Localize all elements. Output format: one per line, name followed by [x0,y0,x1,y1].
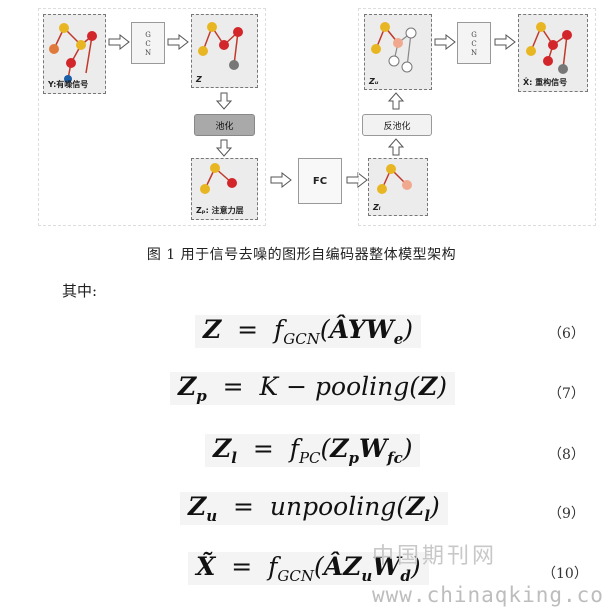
equation-8: Zl = fPC(ZpWfc) [205,434,421,467]
node [377,184,387,194]
graph-xhat [526,22,572,74]
arrow-up-icon [388,138,404,156]
node [402,180,412,190]
node [562,30,572,40]
node [210,163,220,173]
equation-7: Zp = K − pooling(Z) [170,372,455,405]
panel-label-zl: Zₗ [373,203,381,212]
gcn-block-decoder: G C N [457,22,491,64]
encoder-region [38,8,266,226]
node [388,55,400,67]
node [386,164,396,174]
node [229,60,239,70]
arrow-down-icon [216,92,232,110]
node [393,38,403,48]
watermark-cn: 中国期刊网 [372,544,498,569]
decoder-region [358,8,596,226]
fc-block: FC [298,158,342,204]
panel-z: Z [191,14,258,88]
node [558,64,568,74]
panel-zl: Zₗ [368,158,428,216]
panel-label-zu: Zᵤ [369,77,379,86]
equation-9: Zu = unpooling(Zl) [180,492,448,525]
arrow-down-icon [216,139,232,157]
equation-10: X̃ = fGCN(ÂZuWd) [188,552,429,585]
node [87,31,97,41]
arrow-right-icon [270,172,292,188]
panel-label-zp: Zₚ: 注意力层 [196,206,244,215]
equation-6: Z = fGCN(ÂYWe) [195,315,422,348]
pooling-block: 池化 [194,114,255,136]
watermark-url: www.chinaqking.com [372,583,603,607]
node [207,22,217,32]
panel-label-y: Y:有噪信号 [48,80,89,89]
intro-text: 其中: [62,282,98,300]
graph-z [198,22,243,70]
node [233,27,243,37]
node [219,40,229,50]
node [526,46,536,56]
node [200,184,210,194]
arrow-right-icon [494,34,516,50]
node [543,56,553,66]
graph-zu [371,22,417,73]
equation-number-9: （9） [548,506,585,522]
panel-label-xhat: X̂: 重构信号 [523,78,568,87]
arrow-up-icon [388,92,404,110]
node [405,27,417,39]
graph-zl [377,164,412,194]
equation-number-6: （6） [548,326,585,342]
arrow-right-icon [167,34,189,50]
node [380,22,390,32]
node [64,75,72,83]
node [198,46,208,56]
panel-zp-attention: Zₚ: 注意力层 [191,158,258,220]
graph-y [49,23,97,83]
node [66,58,76,68]
arrow-right-icon [434,34,456,50]
figure-caption: 图 1 用于信号去噪的图形自编码器整体模型架构 [146,247,457,263]
equation-number-10: （10） [542,566,588,582]
node [227,178,237,188]
graph-zp [200,163,237,194]
equation-number-8: （8） [548,447,585,463]
panel-zu: Zᵤ [364,14,432,90]
gcn-block-encoder: G C N [131,22,165,64]
equation-number-7: （7） [548,386,585,402]
node [548,40,558,50]
unpooling-block: 反池化 [362,114,432,136]
arrow-right-icon [108,34,130,50]
node [536,22,546,32]
node [59,23,69,33]
node [371,44,381,54]
panel-label-z: Z [196,75,202,84]
node [76,40,86,50]
panel-reconstructed-signal: X̂: 重构信号 [518,14,588,92]
panel-noisy-signal: Y:有噪信号 [43,14,106,94]
node [49,44,59,54]
node [401,61,413,73]
